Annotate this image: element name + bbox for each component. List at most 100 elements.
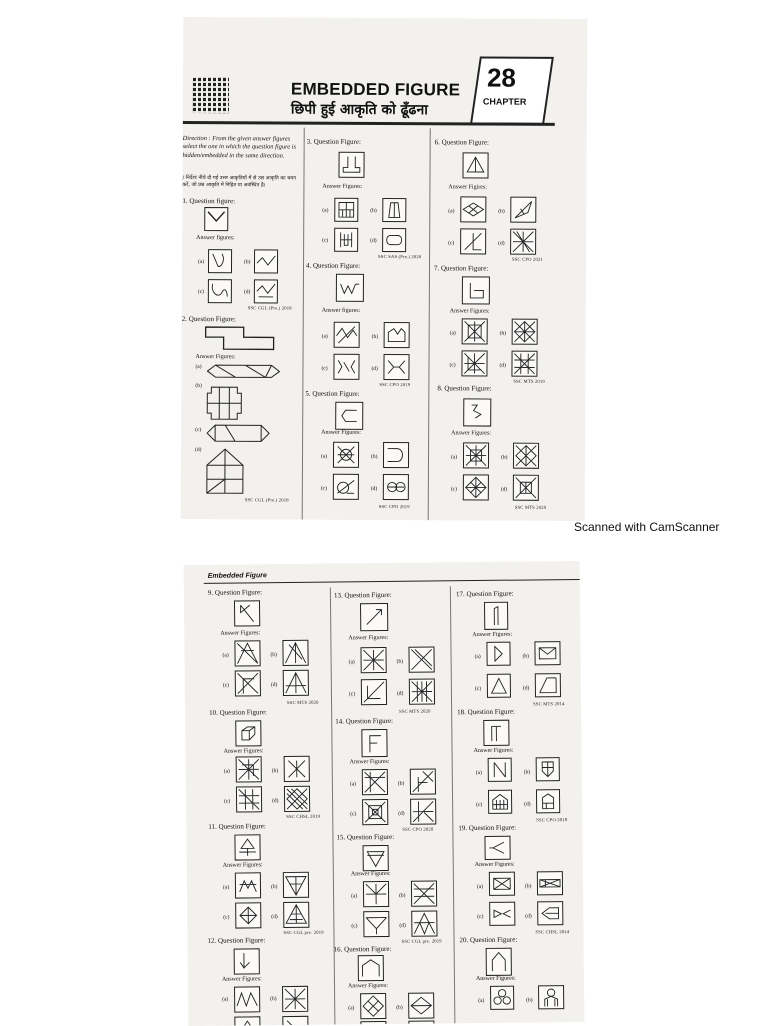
answer-figure-a[interactable] bbox=[361, 768, 389, 796]
answer-figure-d[interactable] bbox=[411, 910, 438, 937]
answer-figure-b[interactable] bbox=[534, 641, 561, 666]
option-d: (d) bbox=[370, 485, 378, 492]
answer-figure-b[interactable] bbox=[510, 196, 537, 223]
option-d: (d) bbox=[398, 810, 405, 817]
answer-figure-d[interactable] bbox=[510, 228, 537, 255]
source-tag: SSC CPO 2020 bbox=[402, 826, 434, 832]
answer-figure-d[interactable] bbox=[382, 473, 409, 501]
answer-figure-a[interactable] bbox=[333, 321, 360, 348]
answer-figure-b[interactable] bbox=[409, 768, 437, 795]
source-tag: SSC MTS 2014 bbox=[533, 701, 565, 707]
answer-figure-c[interactable] bbox=[235, 902, 262, 929]
answer-figure-c[interactable] bbox=[235, 786, 263, 813]
answer-figure-c[interactable] bbox=[207, 279, 232, 304]
answer-figure-c[interactable] bbox=[334, 227, 359, 252]
answer-figure-b[interactable] bbox=[282, 871, 310, 899]
answer-figure-b[interactable] bbox=[283, 755, 310, 783]
option-d: (d) bbox=[195, 447, 202, 454]
answer-figures-label: Answer Figires: bbox=[448, 184, 487, 191]
answer-figure-c[interactable] bbox=[360, 1020, 387, 1026]
answer-figure-d[interactable] bbox=[383, 353, 410, 381]
answer-figure-d[interactable] bbox=[410, 798, 437, 825]
answer-figure-a[interactable] bbox=[334, 197, 359, 222]
answer-figure-c[interactable] bbox=[205, 423, 271, 443]
answer-figure-c[interactable] bbox=[489, 901, 516, 926]
question-11: 11. Question Figure: bbox=[208, 822, 266, 831]
answer-figure-a[interactable] bbox=[488, 871, 516, 896]
answer-figure-a[interactable] bbox=[234, 986, 261, 1013]
answer-figure-c[interactable] bbox=[487, 789, 513, 814]
answer-figure-a[interactable] bbox=[460, 196, 487, 223]
question-17: 17. Question Figure: bbox=[455, 589, 514, 599]
answer-figure-b[interactable] bbox=[382, 197, 407, 223]
answer-figure-a[interactable] bbox=[462, 442, 490, 469]
answer-figure-a[interactable] bbox=[234, 640, 261, 667]
option-c: (c) bbox=[322, 237, 329, 244]
option-a: (a) bbox=[475, 769, 482, 777]
answer-figure-d[interactable] bbox=[282, 669, 309, 697]
answer-figure-a[interactable] bbox=[360, 646, 387, 674]
answer-figure-d[interactable] bbox=[535, 789, 561, 814]
answer-figure-d[interactable] bbox=[534, 673, 562, 698]
option-a: (a) bbox=[448, 208, 455, 215]
answer-figure-b[interactable] bbox=[511, 318, 538, 345]
answer-figure-b[interactable] bbox=[535, 757, 560, 782]
answer-figure-b[interactable] bbox=[205, 385, 243, 421]
answer-figures-label: Answer figures: bbox=[321, 307, 361, 314]
answer-figure-a[interactable] bbox=[234, 872, 262, 899]
answer-figure-a[interactable] bbox=[461, 318, 488, 345]
answer-figure-a[interactable] bbox=[332, 441, 360, 468]
answer-figure-b[interactable] bbox=[383, 321, 410, 349]
answer-figure-c[interactable] bbox=[461, 350, 488, 377]
answer-figure-a[interactable] bbox=[360, 992, 387, 1020]
answer-figure-d[interactable] bbox=[512, 474, 539, 501]
answer-figure-d[interactable] bbox=[511, 350, 538, 377]
answer-figure-b[interactable] bbox=[408, 646, 435, 673]
answer-figure-c[interactable] bbox=[460, 228, 487, 255]
answer-figure-d[interactable] bbox=[253, 279, 278, 304]
answer-figure-d[interactable] bbox=[408, 678, 436, 705]
question-14: 14. Question Figure: bbox=[335, 716, 394, 726]
answer-figure-a[interactable] bbox=[490, 985, 515, 1010]
answer-figure-d[interactable] bbox=[283, 901, 310, 929]
answer-figure-a[interactable] bbox=[487, 757, 512, 782]
answer-figure-b[interactable] bbox=[282, 985, 309, 1013]
answer-figures-label: Answer Figures: bbox=[347, 982, 388, 990]
source-tag: SSC CPO 2021 bbox=[512, 256, 544, 262]
answer-figure-d[interactable] bbox=[537, 901, 564, 926]
answer-figure-b[interactable] bbox=[410, 880, 438, 907]
answer-figure-c[interactable] bbox=[333, 353, 360, 380]
option-b: (b) bbox=[271, 768, 279, 775]
answer-figure-c[interactable] bbox=[332, 473, 359, 500]
answer-figure-c[interactable] bbox=[360, 678, 388, 706]
answer-figures-label: Answer Figures: bbox=[475, 975, 516, 983]
answer-figure-b[interactable] bbox=[512, 442, 540, 469]
answer-figure-b[interactable] bbox=[536, 871, 564, 896]
answer-figure-a[interactable] bbox=[362, 880, 390, 908]
answer-figure-d[interactable] bbox=[382, 227, 407, 253]
answer-figure-a[interactable] bbox=[486, 641, 511, 666]
answer-figure-d[interactable] bbox=[282, 1015, 309, 1026]
answer-figure-a[interactable] bbox=[205, 363, 281, 379]
answer-figure-a[interactable] bbox=[207, 249, 233, 274]
answer-figure-b[interactable] bbox=[282, 639, 309, 667]
answer-figure-c[interactable] bbox=[234, 670, 261, 697]
answer-figure-c[interactable] bbox=[462, 474, 489, 501]
answer-figure-b[interactable] bbox=[538, 985, 565, 1010]
option-a: (a) bbox=[321, 453, 328, 460]
answer-figure-b[interactable] bbox=[408, 992, 435, 1019]
answer-figure-d[interactable] bbox=[408, 1020, 435, 1026]
option-b: (b) bbox=[500, 454, 508, 461]
answer-figure-a[interactable] bbox=[235, 756, 262, 783]
question-18: 18. Question Figure: bbox=[457, 707, 515, 717]
running-header: Embedded Figure bbox=[207, 572, 267, 580]
option-d: (d) bbox=[498, 240, 505, 247]
answer-figure-c[interactable] bbox=[486, 673, 512, 698]
answer-figure-b[interactable] bbox=[382, 441, 410, 469]
answer-figure-d[interactable] bbox=[205, 447, 245, 495]
answer-figure-c[interactable] bbox=[362, 798, 389, 826]
answer-figure-c[interactable] bbox=[234, 1016, 261, 1026]
answer-figure-c[interactable] bbox=[363, 910, 390, 938]
answer-figure-b[interactable] bbox=[253, 249, 279, 274]
answer-figure-d[interactable] bbox=[283, 785, 311, 813]
